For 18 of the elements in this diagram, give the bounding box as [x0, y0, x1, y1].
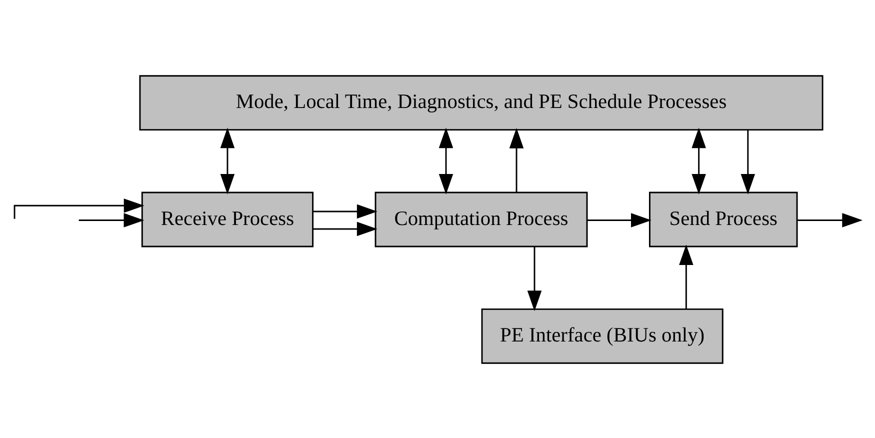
- node-box: Receive Process: [141, 191, 314, 247]
- arrow: [78, 212, 144, 227]
- arrow: [220, 127, 235, 194]
- node-box: Mode, Local Time, Diagnostics, and PE Schedule Processes: [139, 74, 824, 130]
- node-box: Computation Process: [374, 191, 588, 247]
- arrow: [679, 244, 694, 309]
- arrow: [797, 212, 863, 227]
- arrow: [313, 204, 378, 218]
- node-box: Send Process: [648, 191, 798, 247]
- arrow: [14, 198, 144, 218]
- node-box: PE Interface (BIUs only): [481, 308, 724, 364]
- arrow: [438, 127, 454, 194]
- arrow: [587, 212, 652, 227]
- arrow: [740, 129, 756, 194]
- arrow: [692, 127, 706, 194]
- arrow: [313, 221, 378, 236]
- arrow: [527, 246, 542, 311]
- arrow: [509, 127, 524, 192]
